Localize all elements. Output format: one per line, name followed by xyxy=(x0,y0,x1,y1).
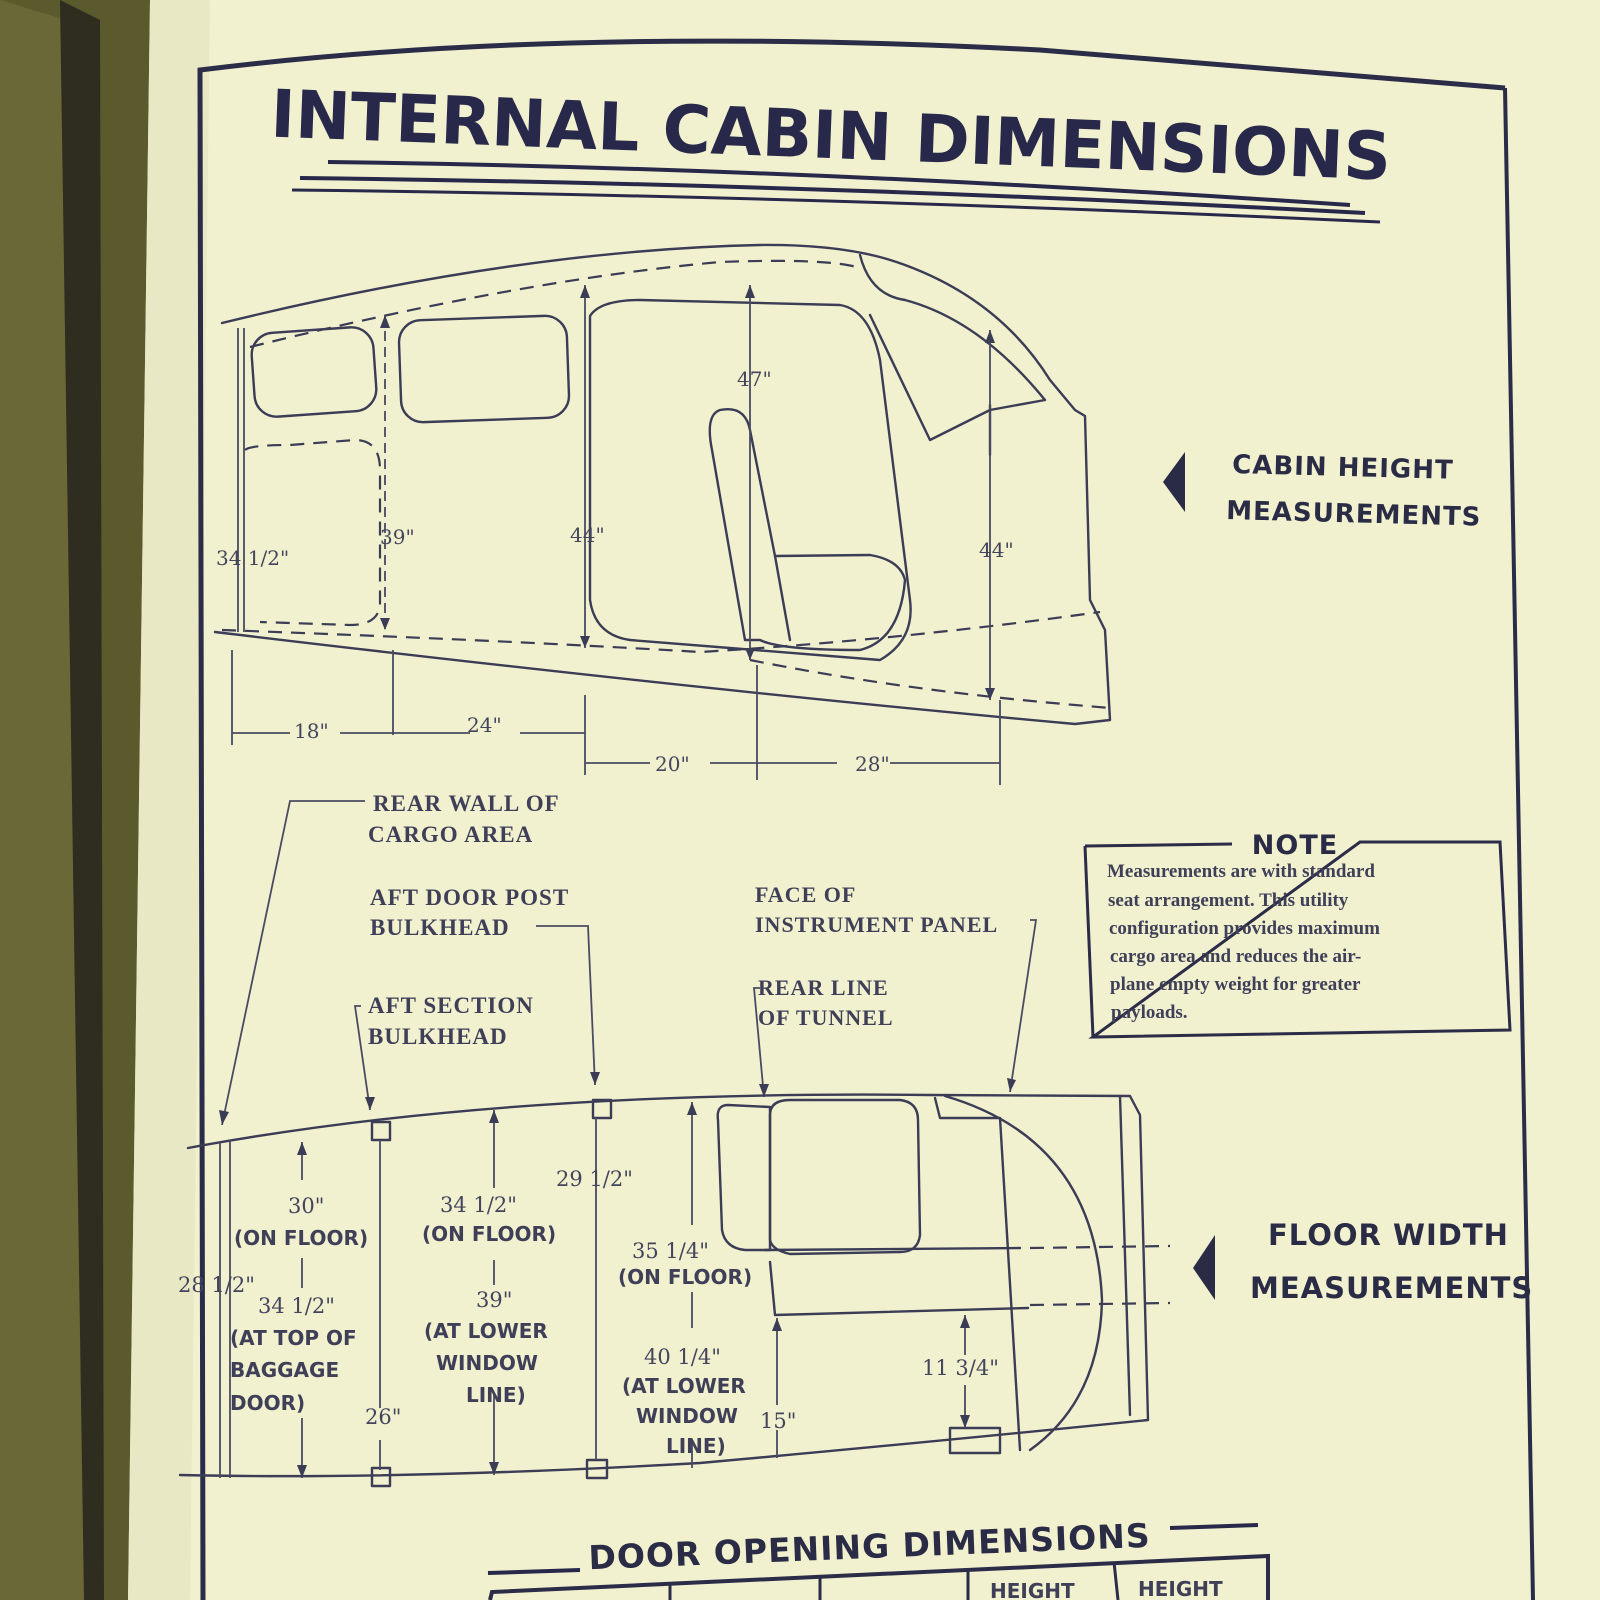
note-heading: NOTE xyxy=(1252,830,1338,861)
dim-47-height: 47" xyxy=(737,367,772,391)
note-line-1: Measurements are with standard xyxy=(1107,861,1375,882)
label-aft-section-2: BULKHEAD xyxy=(368,1024,508,1049)
dim-28-length: 28" xyxy=(855,752,890,776)
cabin-side-view: 34 1/2" 39" 44" 47" 44" 18" 24" 20" 28" xyxy=(213,243,1112,785)
dim-40-25-width: 40 1/4" xyxy=(644,1345,721,1369)
dim-39-width: 39" xyxy=(476,1288,512,1312)
left-arrow-icon xyxy=(1163,452,1185,512)
cabin-height-line1: CABIN HEIGHT xyxy=(1232,450,1454,486)
dim-34-5-baggage-note-2: BAGGAGE xyxy=(230,1358,339,1382)
page-shadow xyxy=(128,0,210,1600)
dim-40-25-note-3: LINE) xyxy=(666,1434,726,1458)
dim-30-note: (ON FLOOR) xyxy=(234,1226,368,1250)
dim-15-width: 15" xyxy=(760,1409,796,1433)
dim-39-note-1: (AT LOWER xyxy=(424,1319,548,1343)
cabin-height-heading: CABIN HEIGHT MEASUREMENTS xyxy=(1163,450,1482,533)
dim-24-length: 24" xyxy=(467,713,502,737)
dim-30-width: 30" xyxy=(288,1194,324,1218)
label-aft-section-1: AFT SECTION xyxy=(368,993,534,1018)
floor-width-heading: FLOOR WIDTH MEASUREMENTS xyxy=(1193,1218,1533,1305)
dim-18-length: 18" xyxy=(294,719,329,743)
label-rear-wall-1: REAR WALL OF xyxy=(373,791,560,816)
door-col-height-b: HEIGHT xyxy=(1138,1577,1223,1600)
dim-11-75-width: 11 3/4" xyxy=(922,1356,999,1380)
floor-plan-view: REAR WALL OF CARGO AREA AFT DOOR POST BU… xyxy=(178,791,1171,1488)
dim-34-5-baggage-note-1: (AT TOP OF xyxy=(230,1326,357,1350)
binder-spine xyxy=(60,0,104,1600)
note-line-3: configuration provides maximum xyxy=(1109,918,1380,939)
floor-width-line1: FLOOR WIDTH xyxy=(1268,1218,1509,1252)
door-col-height-a: HEIGHT xyxy=(990,1579,1075,1600)
page xyxy=(128,0,1600,1600)
label-face-panel-2: INSTRUMENT PANEL xyxy=(755,912,998,937)
dim-39-height: 39" xyxy=(380,525,415,549)
label-face-panel-1: FACE OF xyxy=(755,882,856,907)
left-arrow-icon xyxy=(1193,1235,1215,1300)
dim-20-length: 20" xyxy=(655,752,690,776)
dim-26-width: 26" xyxy=(365,1405,401,1429)
dim-34-5-baggage: 34 1/2" xyxy=(258,1294,335,1318)
dim-29-5-width: 29 1/2" xyxy=(556,1167,633,1191)
floor-width-line2: MEASUREMENTS xyxy=(1250,1271,1533,1305)
dim-44-height-front: 44" xyxy=(979,538,1014,562)
label-rear-wall-2: CARGO AREA xyxy=(368,822,533,847)
label-rear-tunnel-2: OF TUNNEL xyxy=(758,1005,894,1030)
dim-40-25-note-2: WINDOW xyxy=(636,1404,738,1428)
dim-34-5-floor-note: (ON FLOOR) xyxy=(422,1222,556,1246)
note-line-4: cargo area and reduces the air- xyxy=(1110,946,1361,967)
dim-39-note-3: LINE) xyxy=(466,1383,526,1407)
dim-28-5-width: 28 1/2" xyxy=(178,1273,255,1297)
dim-39-note-2: WINDOW xyxy=(436,1351,538,1375)
dim-34-5-floor: 34 1/2" xyxy=(440,1193,517,1217)
cabin-height-line2: MEASUREMENTS xyxy=(1226,496,1482,533)
label-aft-door-1: AFT DOOR POST xyxy=(370,885,569,910)
note-line-6: payloads. xyxy=(1111,1002,1188,1023)
dim-34-5-baggage-note-3: DOOR) xyxy=(230,1391,305,1415)
dim-35-25-width: 35 1/4" xyxy=(632,1239,709,1263)
dim-34-5-height: 34 1/2" xyxy=(216,546,289,570)
dim-40-25-note-1: (AT LOWER xyxy=(622,1374,746,1398)
label-rear-tunnel-1: REAR LINE xyxy=(758,975,889,1000)
note-box: NOTE Measurements are with standard seat… xyxy=(1083,830,1512,1039)
note-line-5: plane empty weight for greater xyxy=(1110,974,1361,995)
note-line-2: seat arrangement. This utility xyxy=(1108,890,1349,911)
dim-35-25-note: (ON FLOOR) xyxy=(618,1265,752,1289)
label-aft-door-2: BULKHEAD xyxy=(370,915,510,940)
dim-44-height-door: 44" xyxy=(570,523,605,547)
page-border xyxy=(197,38,1535,1600)
